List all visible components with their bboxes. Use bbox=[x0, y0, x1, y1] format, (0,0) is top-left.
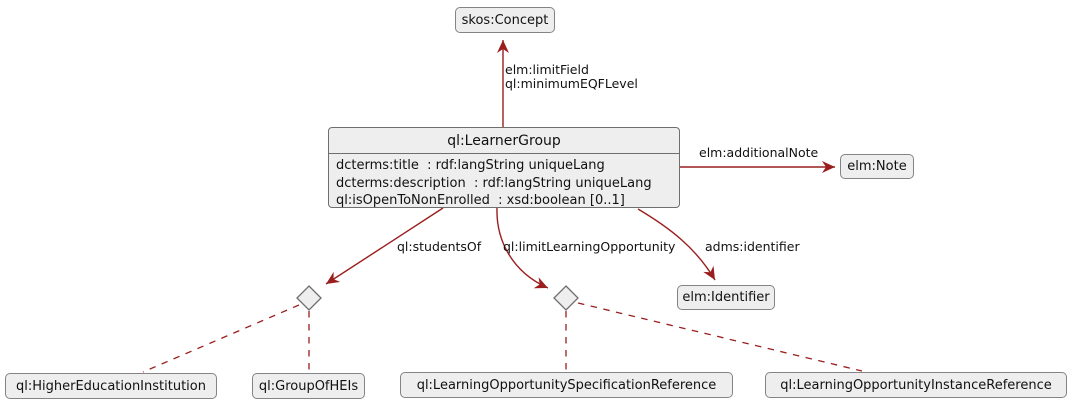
aggregation-diamond-left bbox=[296, 285, 322, 311]
attribute-isopentononenrolled: ql:isOpenToNonEnrolled : xsd:boolean [0.… bbox=[336, 193, 625, 208]
class-learnergroup-title: ql:LearnerGroup bbox=[329, 128, 679, 154]
edge-label-limitlearningopportunity: ql:limitLearningOpportunity bbox=[503, 239, 676, 254]
edge-studentsof-arrow bbox=[325, 207, 444, 285]
edge-admsidentifier-arrow bbox=[637, 208, 716, 281]
edge-label-minimumeqflevel: ql:minimumEQFLevel bbox=[505, 76, 638, 91]
node-elm-note: elm:Note bbox=[840, 154, 914, 179]
aggregation-diamond-right bbox=[553, 285, 579, 311]
edge-label-admsidentifier: adms:identifier bbox=[705, 239, 800, 254]
edge-label-additionalnote: elm:additionalNote bbox=[699, 145, 819, 160]
node-higher-education-institution: ql:HigherEducationInstitution bbox=[5, 373, 217, 399]
edge-diamondleft-to-hei-dashed bbox=[142, 304, 300, 373]
edge-label-limitfield: elm:limitField bbox=[505, 62, 589, 77]
attribute-dcterms-title: dcterms:title : rdf:langString uniqueLan… bbox=[336, 158, 605, 173]
node-learning-opportunity-instance-reference: ql:LearningOpportunityInstanceReference bbox=[765, 372, 1067, 398]
class-learnergroup: ql:LearnerGroup dcterms:title : rdf:lang… bbox=[328, 127, 680, 208]
edge-label-studentsof: ql:studentsOf bbox=[397, 239, 482, 254]
attribute-dcterms-description: dcterms:description : rdf:langString uni… bbox=[336, 175, 652, 191]
class-learnergroup-attributes: dcterms:title : rdf:langString uniqueLan… bbox=[329, 154, 679, 210]
node-elm-identifier: elm:Identifier bbox=[677, 285, 775, 310]
edge-diamondright-to-instance-dashed bbox=[577, 302, 863, 372]
node-group-of-heis: ql:GroupOfHEIs bbox=[252, 373, 365, 399]
edge-limitlearningopportunity-arrow bbox=[496, 207, 549, 289]
node-skos-concept: skos:Concept bbox=[455, 7, 555, 33]
node-learning-opportunity-specification-reference: ql:LearningOpportunitySpecificationRefer… bbox=[400, 372, 733, 398]
